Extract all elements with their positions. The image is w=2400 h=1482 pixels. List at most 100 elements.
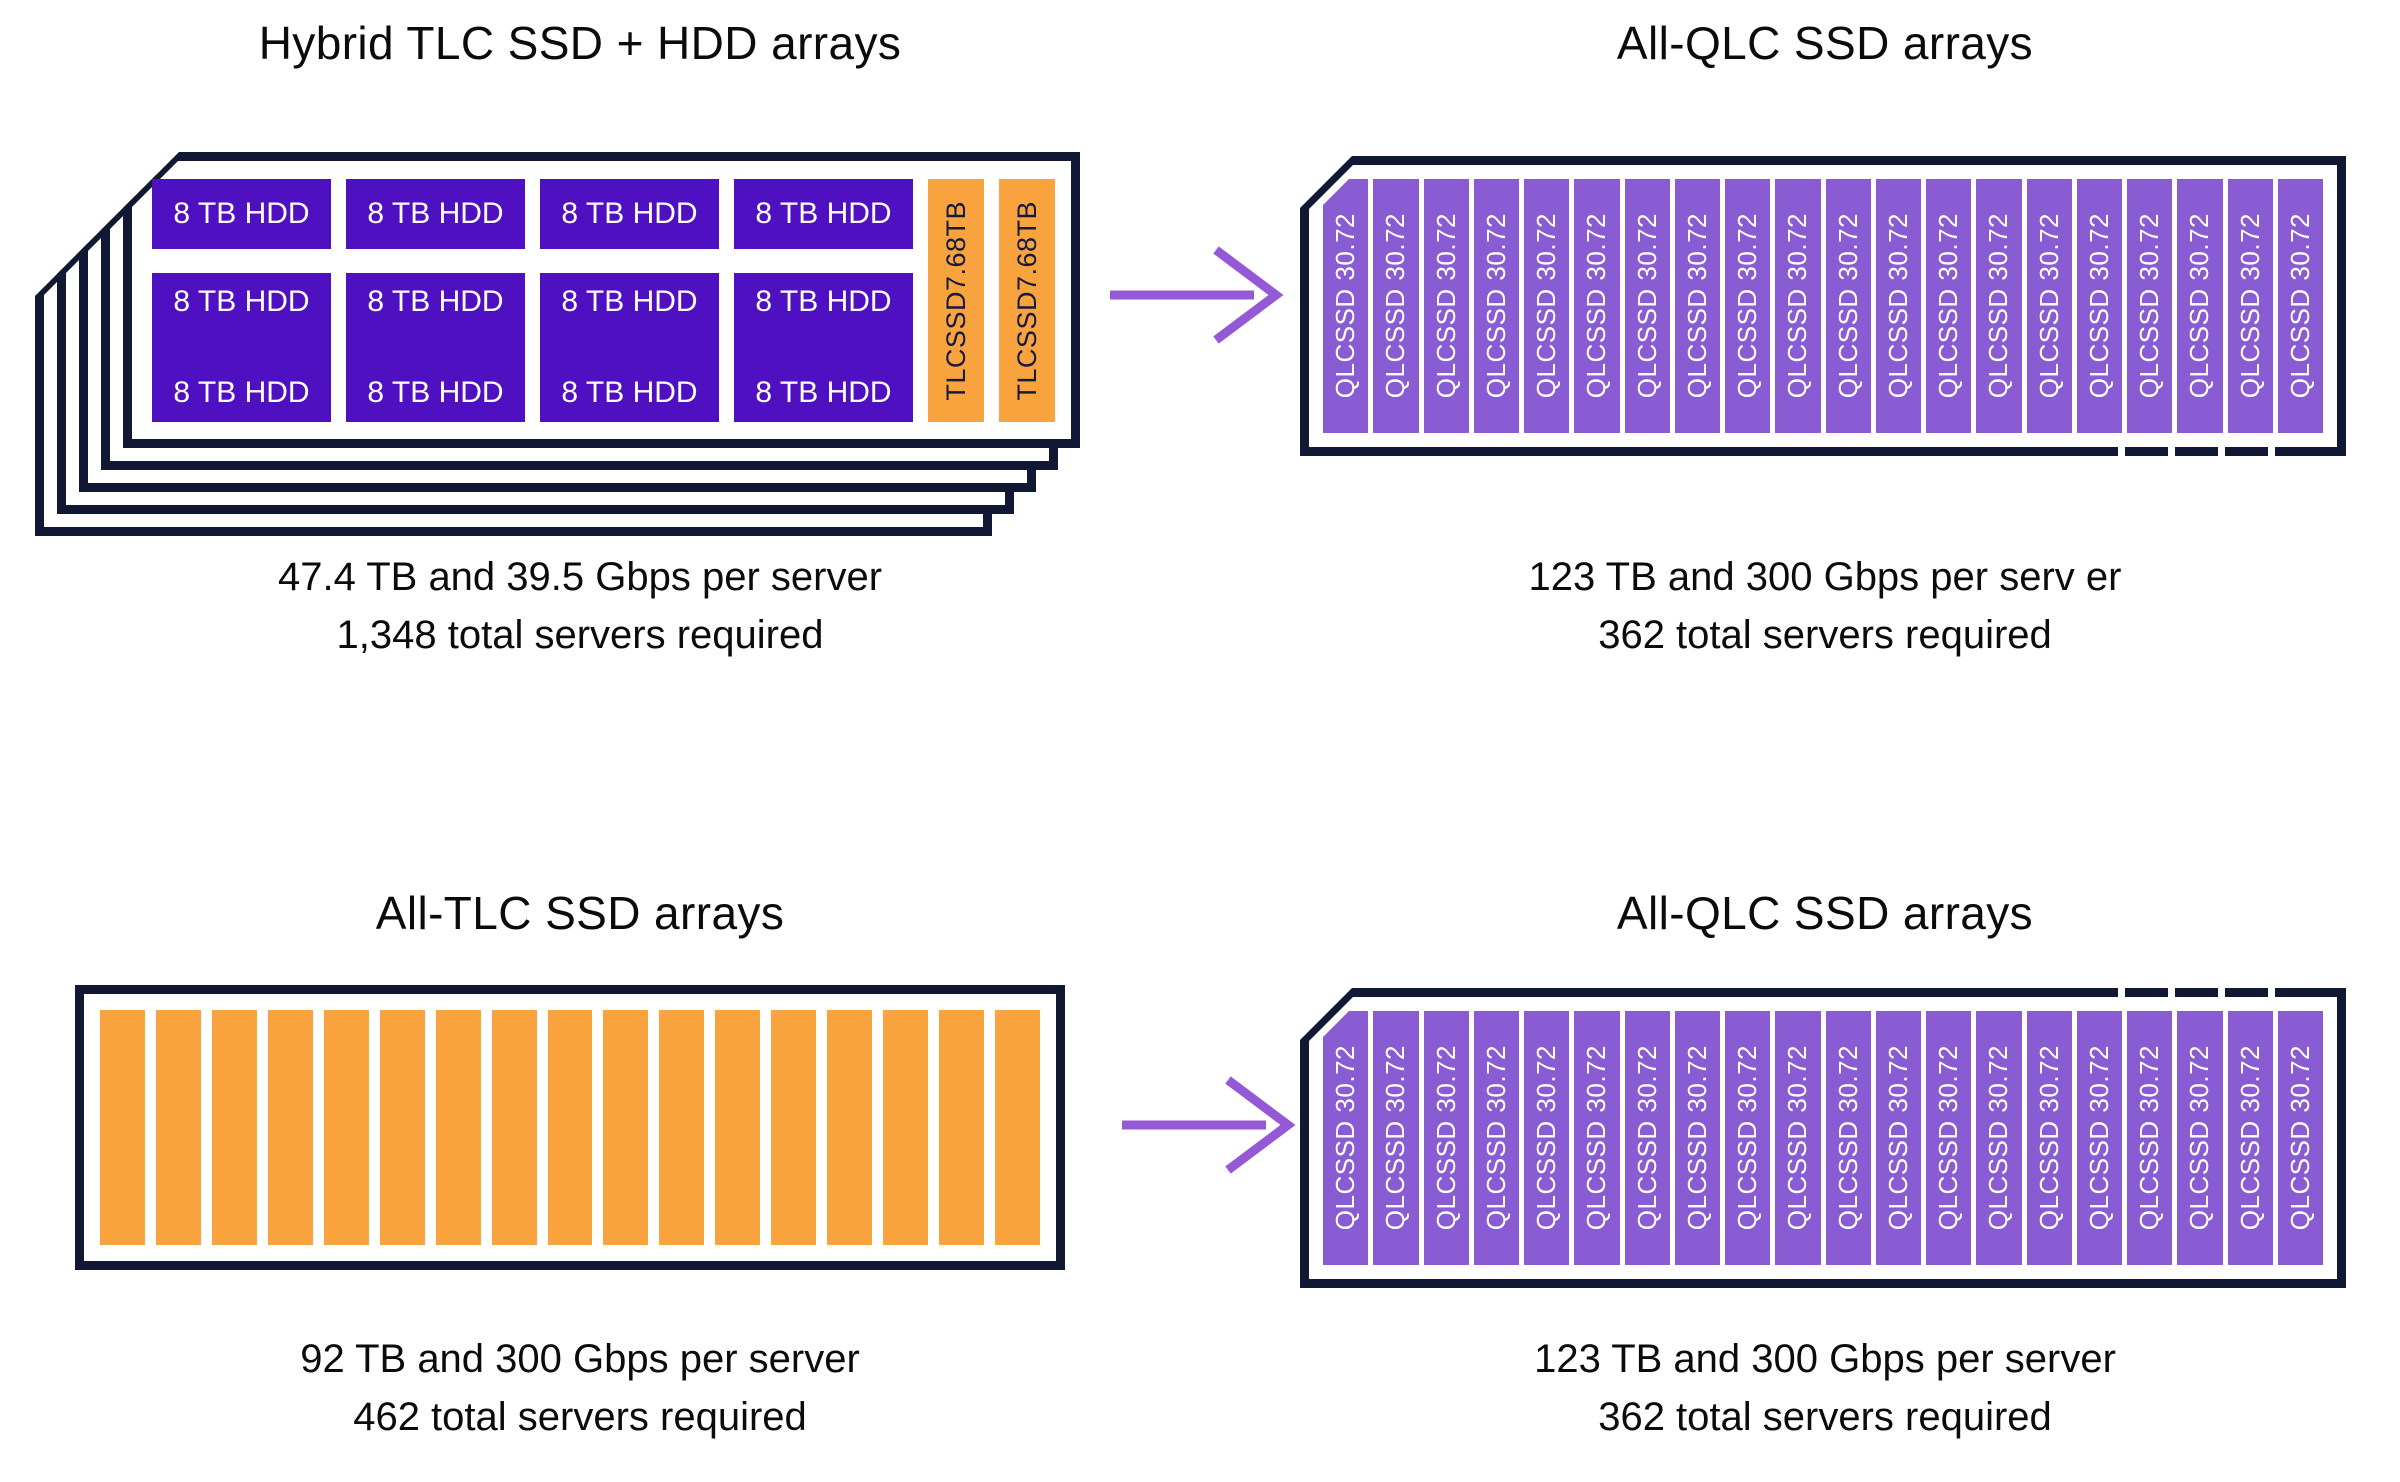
server-overlap-gap (2168, 988, 2175, 1000)
qlc-ssd-label: QLCSSD 30.72 (1933, 213, 1964, 399)
qlc-ssd-label: QLCSSD 30.72 (1330, 1045, 1361, 1231)
caption-line: 362 total servers required (1598, 1395, 2052, 1439)
title-qlc-array-top: All-QLC SSD arrays (1616, 17, 2034, 69)
qlc-ssd-bar: QLCSSD 30.72 (1875, 1011, 1921, 1265)
qlc-ssd-bar: QLCSSD 30.72 (1524, 179, 1570, 433)
qlc-ssd-bar: QLCSSD 30.72 (1524, 1011, 1570, 1265)
caption-qlc-top: 123 TB and 300 Gbps per serv er 362 tota… (1250, 548, 2400, 664)
qlc-ssd-bar: QLCSSD 30.72 (1674, 1011, 1720, 1265)
tlc-ssd-bar (323, 1010, 369, 1245)
arrow-right-icon (1122, 1076, 1296, 1174)
qlc-ssd-label: QLCSSD 30.72 (1882, 1045, 1913, 1231)
hdd-label: 8 TB HDD (173, 285, 310, 318)
qlc-ssd-label: QLCSSD 30.72 (1531, 213, 1562, 399)
hdd-block: 8 TB HDD (346, 179, 525, 249)
title-hybrid-array: Hybrid TLC SSD + HDD arrays (258, 17, 902, 69)
tlc-ssd-bar (883, 1010, 929, 1245)
qlc-ssd-label: QLCSSD 30.72 (2284, 213, 2315, 399)
tlc-ssd-bar (827, 1010, 873, 1245)
server-overlap-gap (2218, 988, 2225, 1000)
qlc-ssd-label: QLCSSD 30.72 (1581, 1045, 1612, 1231)
qlc-ssd-label: QLCSSD 30.72 (1631, 1045, 1662, 1231)
caption-line: 123 TB and 300 Gbps per server (1534, 1337, 2116, 1381)
tlc-ssd-bar (715, 1010, 761, 1245)
qlc-ssd-bar: QLCSSD 30.72 (2177, 1011, 2223, 1265)
qlc-ssd-bar: QLCSSD 30.72 (1926, 1011, 1972, 1265)
qlc-ssd-bar: QLCSSD 30.72 (1875, 179, 1921, 433)
qlc-ssd-label: QLCSSD 30.72 (1832, 1045, 1863, 1231)
hdd-label: 8 TB HDD (755, 376, 892, 409)
qlc-ssd-bar: QLCSSD 30.72 (1775, 1011, 1821, 1265)
tlc-ssd-bar (939, 1010, 984, 1245)
qlc-ssd-label: QLCSSD 30.72 (2134, 213, 2165, 399)
tlc-ssd-bar (211, 1010, 257, 1245)
qlc-ssd-bar: QLCSSD 30.72 (1574, 179, 1620, 433)
qlc-ssd-label: QLCSSD 30.72 (2033, 1045, 2064, 1231)
server-overlap-gap (2118, 988, 2125, 1000)
qlc-ssd-label: QLCSSD 30.72 (1531, 1045, 1562, 1231)
tlc-ssd-bar (155, 1010, 201, 1245)
qlc-array-top: QLCSSD 30.72 QLCSSD 30.72 QLCSSD 30.72 QLCS… (1300, 156, 2346, 456)
hdd-block-tall: 8 TB HDD 8 TB HDD (734, 273, 913, 422)
tlc-ssd-bar (659, 1010, 705, 1245)
qlc-ssd-bar: QLCSSD 30.72 (1725, 1011, 1771, 1265)
tlc-ssd-bar (435, 1010, 481, 1245)
qlc-ssd-label: QLCSSD 30.72 (1380, 1045, 1411, 1231)
qlc-ssd-label: QLCSSD 30.72 (1832, 213, 1863, 399)
server-overlap-gap (2218, 444, 2225, 456)
caption-tlc: 92 TB and 300 Gbps per server 462 total … (0, 1330, 1160, 1446)
qlc-ssd-label: QLCSSD 30.72 (1480, 213, 1511, 399)
qlc-ssd-bar: QLCSSD 30.72 (1624, 179, 1670, 433)
qlc-ssd-bar: QLCSSD 30.72 (2026, 179, 2072, 433)
qlc-ssd-bar: QLCSSD 30.72 (2227, 1011, 2273, 1265)
hdd-label: 8 TB HDD (561, 376, 698, 409)
qlc-ssd-label: QLCSSD 30.72 (2083, 1045, 2114, 1231)
qlc-ssd-bar: QLCSSD 30.72 (1775, 179, 1821, 433)
server-overlap-gap (2168, 444, 2175, 456)
tlc-ssd-bar (379, 1010, 425, 1245)
qlc-ssd-bar: QLCSSD 30.72 (1473, 179, 1519, 433)
qlc-ssd-label: QLCSSD 30.72 (1983, 1045, 2014, 1231)
hdd-label: 8 TB HDD (755, 285, 892, 318)
server-overlap-gap (2118, 444, 2125, 456)
caption-line: 123 TB and 300 Gbps per serv er (1528, 555, 2122, 599)
tlc-ssd-bar (100, 1010, 145, 1245)
qlc-ssd-bar: QLCSSD 30.72 (2127, 179, 2173, 433)
tlc-array (75, 985, 1065, 1270)
arrow-head (1213, 246, 1284, 344)
qlc-ssd-bar: QLCSSD 30.72 (2227, 179, 2273, 433)
qlc-ssd-label: QLCSSD 30.72 (1782, 1045, 1813, 1231)
qlc-ssd-bar: QLCSSD 30.72 (2177, 179, 2223, 433)
arrow-right-icon (1110, 246, 1284, 344)
qlc-ssd-label: QLCSSD 30.72 (1581, 213, 1612, 399)
qlc-ssd-bar: QLCSSD 30.72 (2127, 1011, 2173, 1265)
qlc-ssd-bar: QLCSSD 30.72 (1473, 1011, 1519, 1265)
qlc-ssd-label: QLCSSD 30.72 (1380, 213, 1411, 399)
caption-qlc-bottom: 123 TB and 300 Gbps per server 362 total… (1250, 1330, 2400, 1446)
tlc-ssd-bar (547, 1010, 593, 1245)
qlc-ssd-label: QLCSSD 30.72 (1430, 213, 1461, 399)
tlc-ssd-bar: TLCSSD7.68TB (928, 179, 984, 422)
tlc-ssd-bar (491, 1010, 537, 1245)
qlc-ssd-label: QLCSSD 30.72 (1681, 1045, 1712, 1231)
qlc-ssd-label: QLCSSD 30.72 (1681, 213, 1712, 399)
qlc-ssd-bar: QLCSSD 30.72 (1674, 179, 1720, 433)
server-overlap-gap (2268, 444, 2275, 456)
qlc-ssd-label: QLCSSD 30.72 (1732, 213, 1763, 399)
qlc-ssd-bar: QLCSSD 30.72 (1926, 179, 1972, 433)
qlc-ssd-bar: QLCSSD 30.72 (1323, 179, 1369, 433)
qlc-bar-strip: QLCSSD 30.72 QLCSSD 30.72 QLCSSD 30.72 QLCS… (1309, 165, 2337, 447)
tlc-ssd-bar (267, 1010, 313, 1245)
qlc-ssd-label: QLCSSD 30.72 (1732, 1045, 1763, 1231)
caption-hybrid: 47.4 TB and 39.5 Gbps per server 1,348 t… (0, 548, 1160, 664)
qlc-ssd-label: QLCSSD 30.72 (2234, 213, 2265, 399)
qlc-ssd-bar: QLCSSD 30.72 (1825, 1011, 1871, 1265)
caption-line: 47.4 TB and 39.5 Gbps per server (277, 555, 883, 599)
